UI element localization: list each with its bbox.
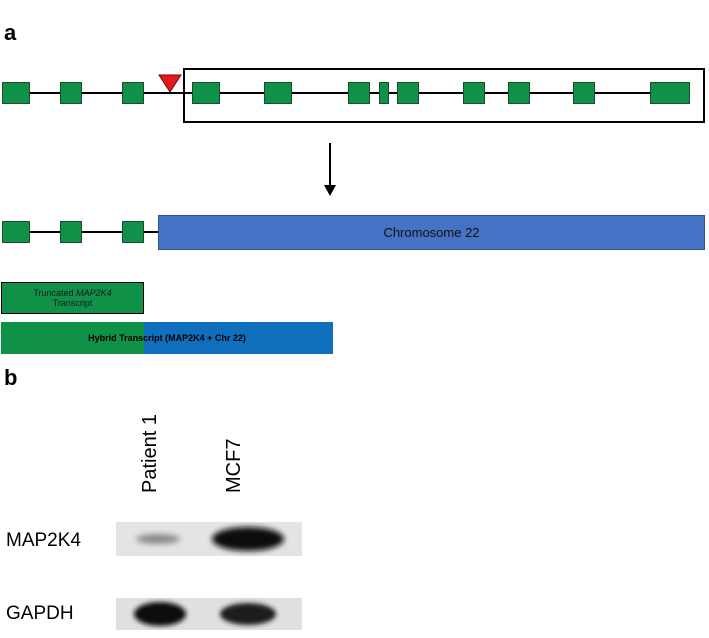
exon-7 [379, 82, 389, 104]
chromosome-22-label: Chromosome 22 [383, 225, 480, 240]
row-label-map2k4: MAP2K4 [6, 530, 81, 551]
exon-4 [192, 82, 220, 104]
map2k4-blot-strip [116, 522, 302, 556]
breakpoint-triangle-icon [158, 74, 182, 93]
panel-b-label: b [4, 365, 18, 390]
lane-label-patient1: Patient 1 [139, 414, 161, 493]
exon-10 [508, 82, 530, 104]
map2k4-mcf7-band [212, 527, 284, 551]
map2k4-patient1-band [136, 534, 180, 544]
gapdh-mcf7-band [220, 603, 276, 625]
hybrid-transcript-bar: Hybrid Transcript (MAP2K4 + Chr 22) [1, 322, 333, 354]
fusion-exon-2 [60, 221, 82, 243]
panel-a-label: a [4, 20, 17, 45]
truncated-transcript-prefix: Truncated [33, 288, 77, 298]
hybrid-chr22-segment [144, 322, 333, 354]
chromosome-22-bar: Chromosome 22 [158, 215, 705, 250]
exon-8 [397, 82, 419, 104]
exon-5 [264, 82, 292, 104]
exon-1 [2, 82, 30, 104]
truncated-transcript-suffix: Transcript [52, 298, 93, 308]
exon-6 [348, 82, 370, 104]
fusion-exon-3 [122, 221, 144, 243]
truncated-transcript-box: Truncated MAP2K4 Transcript [1, 282, 144, 314]
exon-12 [650, 82, 690, 104]
row-label-gapdh: GAPDH [6, 603, 74, 624]
gene-backbone-line [2, 92, 687, 94]
fusion-exon-1 [2, 221, 30, 243]
exon-2 [60, 82, 82, 104]
exon-11 [573, 82, 595, 104]
gapdh-blot-strip [116, 598, 302, 630]
translocated-region-box [183, 68, 705, 123]
exon-9 [463, 82, 485, 104]
truncated-transcript-gene: MAP2K4 [76, 288, 112, 298]
hybrid-map2k4-segment [1, 322, 144, 354]
exon-3 [122, 82, 144, 104]
lane-label-mcf7: MCF7 [223, 438, 245, 493]
gapdh-patient1-band [134, 602, 186, 626]
down-arrow-icon [324, 143, 336, 196]
hybrid-transcript-label: Hybrid Transcript (MAP2K4 + Chr 22) [88, 333, 246, 343]
